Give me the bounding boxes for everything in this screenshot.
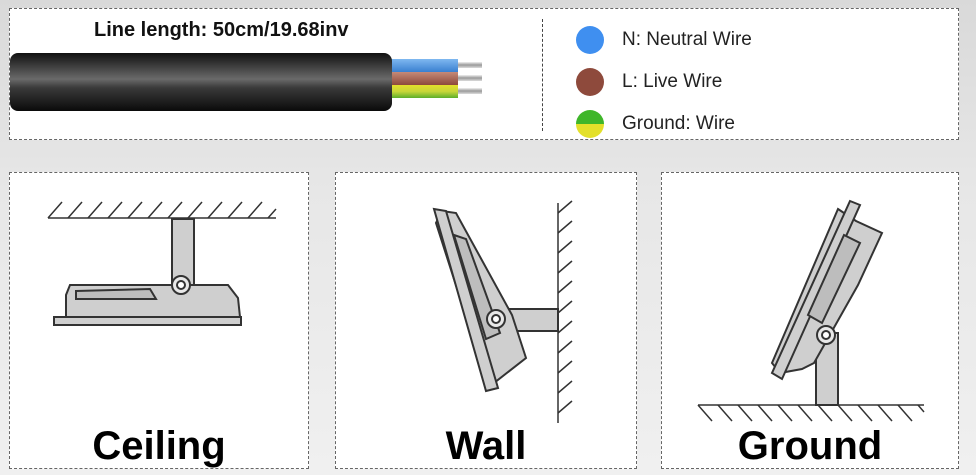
ground-label: Ground <box>737 424 883 468</box>
cable-length-label: Line length: 50cm/19.68inv <box>94 19 349 41</box>
legend-label: N: Neutral Wire <box>622 29 752 50</box>
ground-mount-panel: Ground <box>661 172 959 469</box>
legend-label: Ground: Wire <box>622 113 735 134</box>
blue-dot-icon <box>576 26 604 54</box>
green-yellow-dot-icon <box>576 110 604 138</box>
wall-mount-diagram <box>432 200 573 423</box>
wall-label: Wall <box>445 424 527 468</box>
wall-mount-panel: Wall <box>335 172 637 469</box>
legend-item-ground: Ground: Wire <box>576 103 752 145</box>
live-wire-tip <box>458 75 482 81</box>
ceiling-label: Ceiling <box>92 424 226 468</box>
cable-jacket <box>10 53 392 111</box>
ground-wire-tip <box>458 88 482 94</box>
cable-illustration <box>10 53 482 111</box>
ground-wire <box>380 85 458 98</box>
legend-item-neutral: N: Neutral Wire <box>576 19 752 61</box>
panel-divider <box>542 19 543 131</box>
legend-item-live: L: Live Wire <box>576 61 752 103</box>
ceiling-mount-diagram <box>47 201 277 326</box>
live-wire <box>380 72 458 85</box>
ceiling-mount-panel: Ceiling <box>9 172 309 469</box>
neutral-wire <box>380 59 458 72</box>
wire-info-panel: Line length: 50cm/19.68inv <box>9 8 959 140</box>
legend-label: L: Live Wire <box>622 71 723 92</box>
neutral-wire-tip <box>458 62 482 68</box>
ground-mount-diagram <box>697 199 925 422</box>
brown-dot-icon <box>576 68 604 96</box>
wire-legend: N: Neutral Wire L: Live Wire Ground: Wir… <box>576 19 752 145</box>
